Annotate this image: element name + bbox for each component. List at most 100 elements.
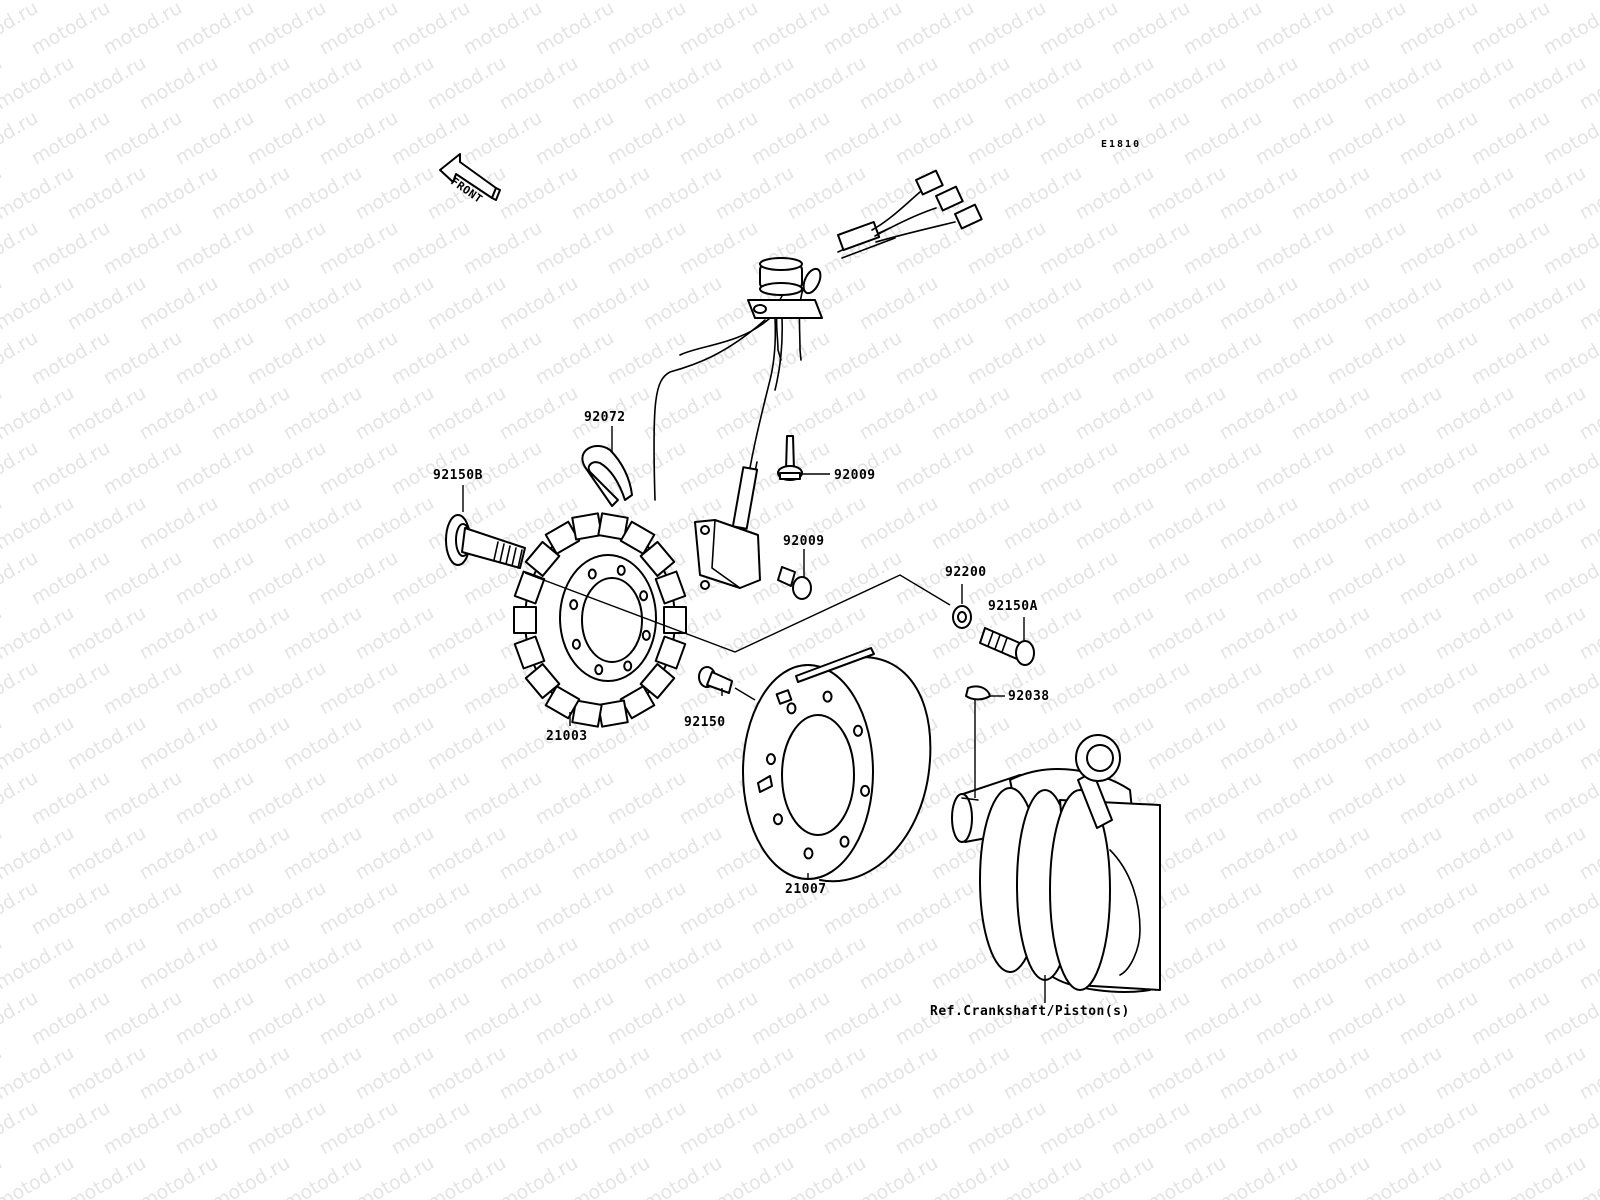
watermark-text: motod.ru <box>892 327 978 390</box>
watermark-text: motod.ru <box>1252 657 1338 720</box>
diagram-code: E1810 <box>1101 139 1141 150</box>
watermark-text: motod.ru <box>424 52 510 115</box>
callout-labels: 92072 92150B 92009 92009 92200 92150A 92… <box>433 410 1129 1019</box>
watermark-text: motod.ru <box>460 217 546 280</box>
watermark-text: motod.ru <box>964 1097 1050 1160</box>
stator-pole <box>597 512 629 541</box>
watermark-text: motod.ru <box>424 932 510 995</box>
watermark-text: motod.ru <box>532 767 618 830</box>
watermark-text: motod.ru <box>1396 877 1482 940</box>
watermark-text: motod.ru <box>1180 437 1266 500</box>
watermark-text: motod.ru <box>460 987 546 1050</box>
watermark-text: motod.ru <box>964 217 1050 280</box>
watermark-text: motod.ru <box>856 1042 942 1105</box>
watermark-text: motod.ru <box>280 272 366 335</box>
watermark-text: motod.ru <box>892 437 978 500</box>
watermark-text: motod.ru <box>1252 767 1338 830</box>
watermark-text: motod.ru <box>712 162 798 225</box>
watermark-text: motod.ru <box>784 932 870 995</box>
watermark-text: motod.ru <box>928 272 1014 335</box>
watermark-text: motod.ru <box>316 987 402 1050</box>
watermark-text: motod.ru <box>532 107 618 170</box>
stator-hole <box>571 638 581 650</box>
watermark-text: motod.ru <box>280 1042 366 1105</box>
watermark-text: motod.ru <box>1396 657 1482 720</box>
watermark-text: motod.ru <box>748 0 834 59</box>
watermark-text: motod.ru <box>604 327 690 390</box>
watermark-text: motod.ru <box>820 877 906 940</box>
flywheel-hole <box>853 724 864 737</box>
watermark-text: motod.ru <box>928 492 1014 555</box>
watermark-text: motod.ru <box>28 217 114 280</box>
watermark-text: motod.ru <box>604 0 690 59</box>
watermark-text: motod.ru <box>136 492 222 555</box>
watermark-text: motod.ru <box>1000 272 1086 335</box>
watermark-text: motod.ru <box>640 1152 726 1200</box>
watermark-text: motod.ru <box>748 1097 834 1160</box>
callout-92072: 92072 <box>584 410 626 425</box>
watermark-text: motod.ru <box>1180 327 1266 390</box>
watermark-text: motod.ru <box>244 547 330 610</box>
watermark-text: motod.ru <box>0 162 78 225</box>
watermark-text: motod.ru <box>640 932 726 995</box>
callout-21003: 21003 <box>546 729 588 744</box>
watermark-text: motod.ru <box>1396 1097 1482 1160</box>
watermark-text: motod.ru <box>352 932 438 995</box>
watermark-text: motod.ru <box>892 877 978 940</box>
watermark-text: motod.ru <box>1144 272 1230 335</box>
watermark-text: motod.ru <box>64 822 150 885</box>
watermark-text: motod.ru <box>280 52 366 115</box>
watermark-text: motod.ru <box>1396 327 1482 390</box>
watermark-text: motod.ru <box>964 107 1050 170</box>
watermark-text: motod.ru <box>460 877 546 940</box>
watermark-text: motod.ru <box>1216 602 1302 665</box>
watermark-text: motod.ru <box>1108 437 1194 500</box>
watermark-text: motod.ru <box>172 987 258 1050</box>
watermark-text: motod.ru <box>208 1042 294 1105</box>
bolt-92009-lower <box>777 566 812 600</box>
watermark-text: motod.ru <box>1468 877 1554 940</box>
wiring-harness <box>653 169 983 530</box>
watermark-text: motod.ru <box>100 1097 186 1160</box>
stator-hole <box>639 590 649 602</box>
watermark-text: motod.ru <box>964 437 1050 500</box>
watermark-text: motod.ru <box>100 657 186 720</box>
watermark-text: motod.ru <box>100 547 186 610</box>
watermark-text: motod.ru <box>604 987 690 1050</box>
watermark-text: motod.ru <box>1036 217 1122 280</box>
watermark-text: motod.ru <box>604 877 690 940</box>
watermark-text: motod.ru <box>1252 217 1338 280</box>
watermark-text: motod.ru <box>568 1042 654 1105</box>
stator-hole <box>587 568 597 580</box>
watermark-text: motod.ru <box>28 1097 114 1160</box>
watermark-text: motod.ru <box>1036 1097 1122 1160</box>
watermark-text: motod.ru <box>0 602 78 665</box>
watermark-text: motod.ru <box>1252 437 1338 500</box>
watermark-text: motod.ru <box>1180 877 1266 940</box>
watermark-text: motod.ru <box>1360 492 1446 555</box>
watermark-text: motod.ru <box>1468 987 1554 1050</box>
stator-hole <box>569 599 579 611</box>
watermark-text: motod.ru <box>460 107 546 170</box>
watermark-text: motod.ru <box>352 822 438 885</box>
watermark-text: motod.ru <box>136 52 222 115</box>
watermark-text: motod.ru <box>1324 877 1410 940</box>
watermark-text: motod.ru <box>1540 437 1600 500</box>
watermark-text: motod.ru <box>280 162 366 225</box>
watermark-text: motod.ru <box>892 0 978 59</box>
watermark-text: motod.ru <box>1540 767 1600 830</box>
watermark-text: motod.ru <box>568 272 654 335</box>
watermark-text: motod.ru <box>28 987 114 1050</box>
watermark-text: motod.ru <box>280 822 366 885</box>
watermark-text: motod.ru <box>604 107 690 170</box>
watermark-text: motod.ru <box>64 492 150 555</box>
watermark-text: motod.ru <box>496 382 582 445</box>
callout-92009-lower: 92009 <box>783 534 825 549</box>
watermark-text: motod.ru <box>604 767 690 830</box>
watermark-text: motod.ru <box>316 217 402 280</box>
bolt-92150B <box>445 514 526 569</box>
watermark-text: motod.ru <box>1144 52 1230 115</box>
watermark-text: motod.ru <box>1180 107 1266 170</box>
watermark-text: motod.ru <box>64 272 150 335</box>
watermark-text: motod.ru <box>1216 492 1302 555</box>
